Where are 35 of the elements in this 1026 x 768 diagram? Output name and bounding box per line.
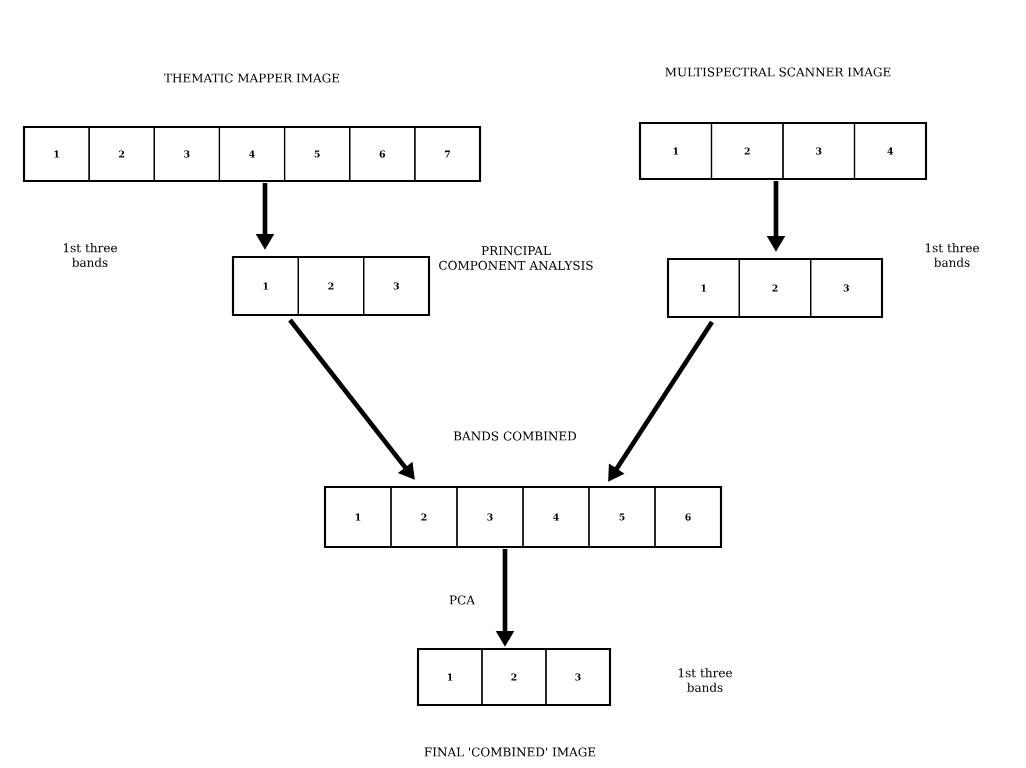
image-heading: THEMATIC MAPPER IMAGE (164, 73, 340, 83)
process-label: 1st three bands (925, 243, 979, 267)
band-cell: 3 (153, 126, 221, 182)
band-cell: 3 (363, 256, 430, 316)
band-cell: 2 (88, 126, 155, 182)
band-cell: 2 (297, 256, 365, 316)
image-heading: FINAL 'COMBINED' IMAGE (424, 747, 596, 757)
process-label: 1st three bands (678, 668, 732, 692)
band-cell: 1 (23, 126, 90, 182)
process-label: BANDS COMBINED (453, 431, 577, 441)
band-cell: 2 (481, 648, 547, 706)
band-cell: 4 (853, 122, 927, 180)
process-label: PRINCIPAL COMPONENT ANALYSIS (439, 246, 593, 270)
band-cell: 3 (782, 122, 856, 180)
band-cell: 1 (417, 648, 483, 706)
band-cell: 3 (545, 648, 611, 706)
band-cell: 1 (324, 486, 392, 548)
band-cell: 2 (390, 486, 458, 548)
band-cell: 4 (522, 486, 590, 548)
process-label: 1st three bands (63, 243, 117, 267)
image-heading: MULTISPECTRAL SCANNER IMAGE (665, 67, 891, 77)
band-cell: 7 (414, 126, 481, 182)
band-cell: 1 (232, 256, 299, 316)
band-cell: 4 (218, 126, 286, 182)
band-cell: 5 (283, 126, 351, 182)
band-cell: 2 (738, 258, 812, 318)
band-cell: 1 (639, 122, 713, 180)
band-cell: 5 (588, 486, 656, 548)
band-cell: 3 (810, 258, 883, 318)
band-cell: 6 (349, 126, 416, 182)
band-cell: 1 (667, 258, 740, 318)
band-cell: 2 (710, 122, 784, 180)
band-cell: 3 (456, 486, 524, 548)
band-cell: 6 (654, 486, 722, 548)
process-label: PCA (449, 595, 476, 605)
